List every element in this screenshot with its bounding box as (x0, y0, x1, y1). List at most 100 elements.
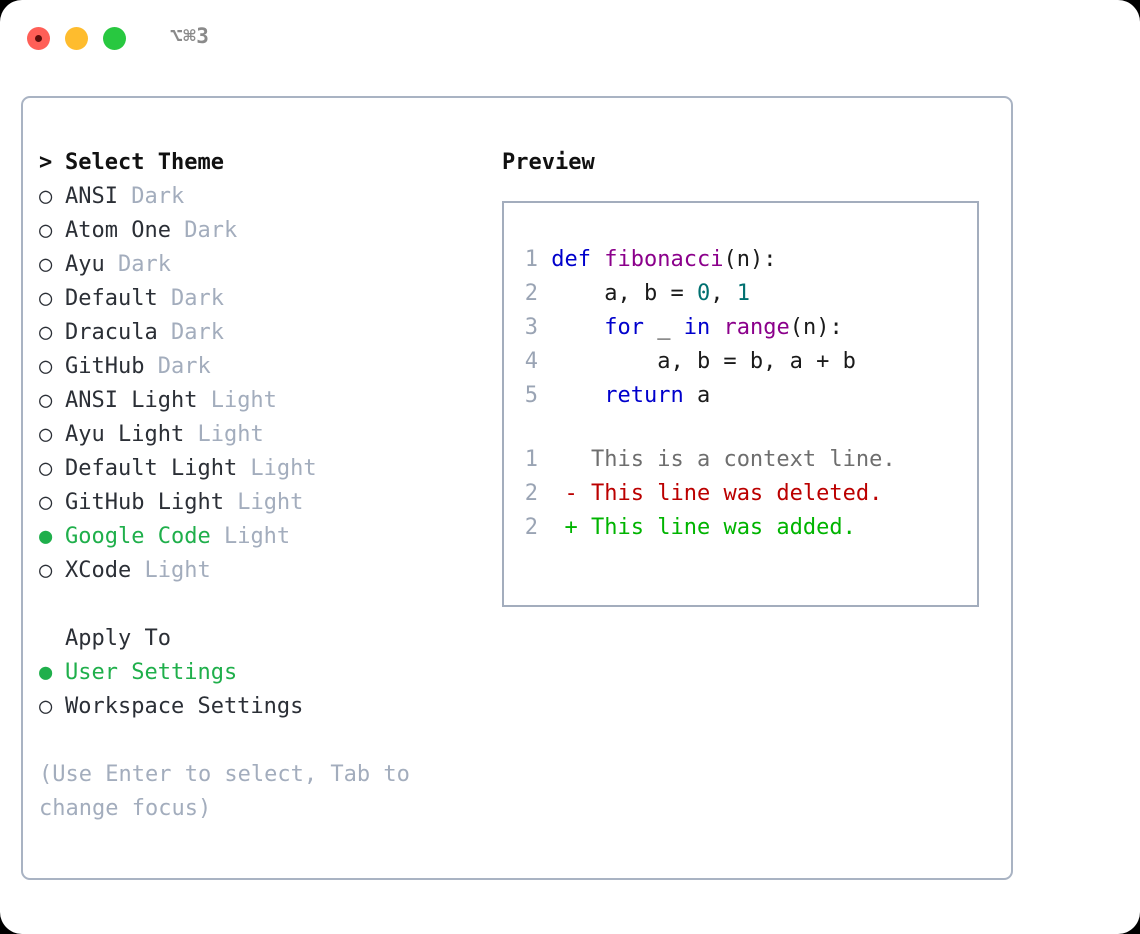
radio-unselected-icon: ○ (39, 694, 53, 719)
theme-variant: Dark (157, 286, 224, 311)
theme-name: GitHub (65, 354, 145, 379)
select-theme-heading: >Select Theme (39, 146, 469, 180)
theme-variant: Light (197, 388, 277, 413)
theme-option-github-light[interactable]: ○GitHub Light Light (39, 486, 469, 520)
code-text (538, 349, 551, 374)
code-line: 3 for _ in range(n): (504, 311, 977, 345)
theme-name: XCode (65, 558, 132, 583)
theme-option-atom-one[interactable]: ○Atom One Dark (39, 214, 469, 248)
theme-variant: Dark (144, 354, 211, 379)
code-token (551, 315, 604, 340)
code-token: in (683, 315, 711, 340)
theme-option-ayu[interactable]: ○ Ayu Dark (39, 248, 469, 282)
code-token: , (710, 281, 737, 306)
code-token: (n): (723, 247, 777, 272)
diff-text: This line was deleted. (577, 481, 883, 506)
code-token: a, b = b, a + b (551, 349, 856, 374)
diff-marker (538, 447, 578, 472)
diff-marker: - (538, 481, 578, 506)
code-line: 1 def fibonacci(n): (504, 243, 977, 277)
theme-option-default[interactable]: ○Default Dark (39, 282, 469, 316)
theme-name: Ayu Light (65, 422, 185, 447)
code-token: fibonacci (604, 247, 724, 272)
preview-heading: Preview (502, 150, 595, 175)
theme-variant: Dark (104, 252, 171, 277)
theme-option-dracula[interactable]: ○ Dracula Dark (39, 316, 469, 350)
maximize-button[interactable] (103, 27, 126, 50)
code-text (538, 281, 551, 306)
code-diff-separator (504, 413, 977, 443)
window-title: ⌥⌘3 (170, 24, 210, 48)
theme-variant: Light (184, 422, 264, 447)
diff-line-add: 2 + This line was added. (504, 511, 977, 545)
theme-option-ansi-light[interactable]: ○ANSI Light Light (39, 384, 469, 418)
theme-option-default-light[interactable]: ○Default Light Light (39, 452, 469, 486)
line-number: 2 (524, 515, 538, 540)
line-number: 4 (524, 349, 538, 374)
code-token (710, 315, 723, 340)
code-text (538, 315, 551, 340)
theme-option-ayu-light[interactable]: ○ Ayu Light Light (39, 418, 469, 452)
radio-unselected-icon: ○ (39, 422, 53, 447)
theme-name: Dracula (65, 320, 158, 345)
code-line: 2 a, b = 0, 1 (504, 277, 977, 311)
radio-unselected-icon: ○ (39, 218, 53, 243)
diff-text: This line was added. (577, 515, 856, 540)
theme-name: Ayu (65, 252, 105, 277)
code-text (538, 383, 551, 408)
radio-unselected-icon: ○ (39, 354, 53, 379)
theme-list: ○ANSI Dark○Atom One Dark○Ayu Dark○Defaul… (39, 180, 469, 588)
theme-variant: Light (131, 558, 211, 583)
code-token: _ (643, 315, 684, 340)
close-button[interactable] (27, 27, 50, 50)
theme-picker-column: >Select Theme ○ANSI Dark○Atom One Dark○A… (39, 146, 469, 826)
code-token: return (604, 383, 684, 408)
theme-variant: Dark (157, 320, 224, 345)
radio-selected-icon: ● (39, 524, 53, 549)
code-line: 5 return a (504, 379, 977, 413)
radio-unselected-icon: ○ (39, 252, 53, 277)
theme-option-google-code[interactable]: ●Google Code Light (39, 520, 469, 554)
keyboard-hint: (Use Enter to select, Tab to change focu… (39, 762, 410, 821)
diff-line-del: 2 - This line was deleted. (504, 477, 977, 511)
window-titlebar: ⌥⌘3 (0, 0, 1140, 76)
theme-name: GitHub Light (65, 490, 224, 515)
hint-spacer (39, 724, 469, 758)
line-number: 1 (524, 247, 538, 272)
radio-unselected-icon: ○ (39, 490, 53, 515)
content-panel: >Select Theme ○ANSI Dark○Atom One Dark○A… (21, 96, 1013, 880)
radio-unselected-icon: ○ (39, 286, 53, 311)
theme-name: Atom One (65, 218, 171, 243)
apply-to-label: User Settings (65, 660, 238, 685)
diff-marker: + (538, 515, 578, 540)
apply-to-list: ●User Settings○Workspace Settings (39, 656, 469, 724)
code-token: for (604, 315, 644, 340)
code-token (591, 247, 604, 272)
line-number: 2 (524, 481, 538, 506)
code-line: 4 a, b = b, a + b (504, 345, 977, 379)
line-number: 5 (524, 383, 538, 408)
theme-option-ansi[interactable]: ○ANSI Dark (39, 180, 469, 214)
traffic-lights (27, 27, 126, 50)
theme-option-github[interactable]: ○ GitHub Dark (39, 350, 469, 384)
line-number: 2 (524, 281, 538, 306)
theme-option-xcode[interactable]: ○XCode Light (39, 554, 469, 588)
theme-variant: Dark (117, 184, 185, 209)
theme-name: Google Code (65, 524, 211, 549)
apply-to-heading: Apply To (65, 626, 171, 651)
prompt-caret-icon: > (39, 150, 53, 175)
radio-unselected-icon: ○ (39, 456, 53, 481)
line-number: 3 (524, 315, 538, 340)
radio-unselected-icon: ○ (39, 320, 53, 345)
diff-text: This is a context line. (577, 447, 896, 472)
code-token: range (723, 315, 790, 340)
code-token: def (551, 247, 591, 272)
radio-unselected-icon: ○ (39, 184, 53, 209)
minimize-button[interactable] (65, 27, 88, 50)
apply-to-option-workspace-settings[interactable]: ○Workspace Settings (39, 690, 469, 724)
apply-to-option-user-settings[interactable]: ●User Settings (39, 656, 469, 690)
code-token: a, b = (551, 281, 697, 306)
